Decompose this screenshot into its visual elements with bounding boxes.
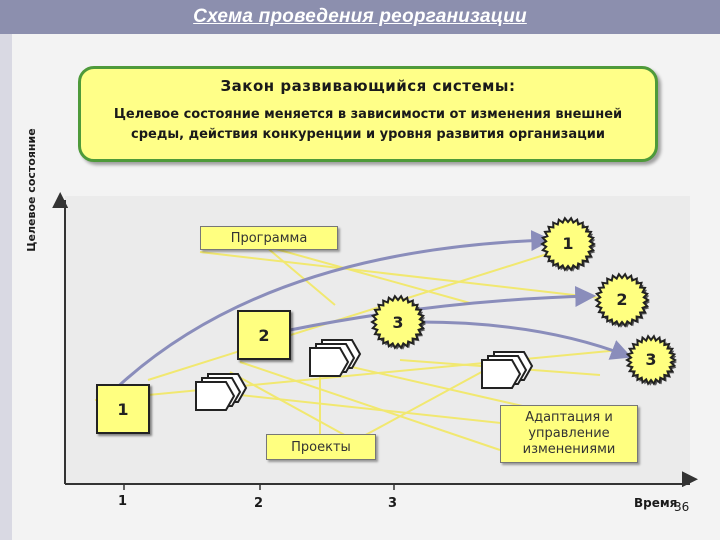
step-box-1: 1 <box>96 384 150 434</box>
x-axis-label: Время <box>634 496 678 510</box>
step-3-number: 3 <box>392 313 404 332</box>
arrow-step2-to-gear2 <box>289 285 597 332</box>
law-title: Закон развивающийся системы: <box>220 77 516 95</box>
arrow-step1-to-gear1 <box>98 230 553 406</box>
gear-1-number: 1 <box>562 234 574 253</box>
project-stack-icon <box>481 351 534 389</box>
law-text: Целевое состояние меняется в зависимости… <box>113 107 623 142</box>
adaptation-label: Адаптация и управление изменениями <box>500 405 638 463</box>
gear-2-number: 2 <box>616 290 628 309</box>
gear-3-number: 3 <box>645 350 657 369</box>
y-axis-label: Целевое состояние <box>25 128 38 252</box>
project-stack-icon <box>309 339 362 377</box>
gear-step-3-icon <box>370 294 426 350</box>
program-label: Программа <box>200 226 338 250</box>
x-ticks <box>123 484 395 490</box>
slide-title: Схема проведения реорганизации <box>193 6 527 27</box>
projects-label: Проекты <box>266 434 376 460</box>
connector-lines <box>94 245 621 451</box>
law-box: Закон развивающийся системы: Целевое сос… <box>78 66 658 162</box>
x-tick-3: 3 <box>388 496 398 511</box>
page-number: 36 <box>674 500 690 514</box>
gear-2-icon <box>594 272 650 328</box>
project-stack-icon <box>195 373 248 411</box>
side-strip <box>0 34 12 540</box>
step-box-2: 2 <box>237 310 291 360</box>
arrow-step3-to-gear3 <box>419 320 632 360</box>
x-tick-2: 2 <box>254 496 264 511</box>
gear-3-icon <box>625 334 677 386</box>
x-tick-1: 1 <box>118 494 128 509</box>
gear-1-icon <box>540 216 596 272</box>
gear-layer <box>370 216 677 386</box>
